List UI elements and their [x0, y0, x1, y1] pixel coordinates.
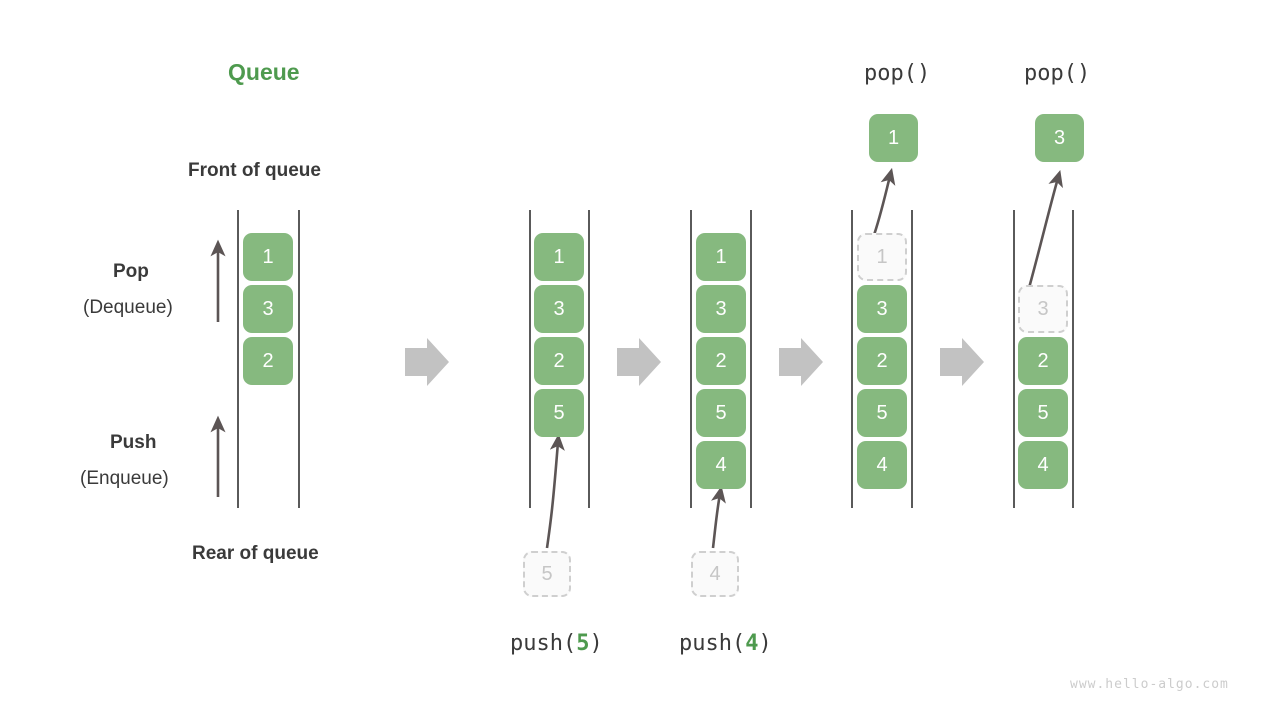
push-fn-name: push — [510, 631, 563, 656]
push-fn-name: push — [679, 631, 732, 656]
push-5-arrow — [545, 433, 565, 549]
step-arrow-4 — [940, 338, 984, 386]
push-4-caption: push(4) — [679, 631, 772, 656]
queue-element-removed: 3 — [1018, 285, 1068, 333]
queue-element: 2 — [1018, 337, 1068, 385]
pop-3-arrow — [1027, 169, 1063, 289]
enqueue-label: (Enqueue) — [80, 468, 169, 489]
queue-element-new: 5 — [534, 389, 584, 437]
push-label: Push — [110, 432, 157, 453]
queue-element: 2 — [534, 337, 584, 385]
pop-operation-label: pop() — [864, 61, 931, 86]
incoming-element-ghost: 4 — [691, 551, 739, 597]
popped-element: 3 — [1035, 114, 1084, 162]
pop-1-arrow — [871, 167, 896, 239]
queue-element-removed: 1 — [857, 233, 907, 281]
step-arrow-2 — [617, 338, 661, 386]
popped-element: 1 — [869, 114, 918, 162]
pop-operation-label: pop() — [1024, 61, 1091, 86]
queue-element-new: 4 — [696, 441, 746, 489]
push-arg: 5 — [576, 631, 590, 656]
incoming-element-ghost: 5 — [523, 551, 571, 597]
dequeue-label: (Dequeue) — [83, 297, 173, 318]
step-arrow-1 — [405, 338, 449, 386]
queue-rail-left — [1013, 210, 1015, 508]
queue-rail-left — [690, 210, 692, 508]
queue-element: 2 — [696, 337, 746, 385]
queue-element: 5 — [696, 389, 746, 437]
queue-element: 3 — [243, 285, 293, 333]
queue-rail-right — [1072, 210, 1074, 508]
push-arg: 4 — [745, 631, 759, 656]
queue-element: 5 — [857, 389, 907, 437]
queue-rail-left — [851, 210, 853, 508]
queue-element: 3 — [534, 285, 584, 333]
pop-label: Pop — [113, 261, 149, 282]
diagram-title: Queue — [228, 59, 300, 85]
queue-element: 2 — [243, 337, 293, 385]
queue-element: 4 — [1018, 441, 1068, 489]
queue-element: 1 — [534, 233, 584, 281]
queue-rail-right — [298, 210, 300, 508]
queue-rail-left — [237, 210, 239, 508]
queue-rail-right — [588, 210, 590, 508]
queue-rail-right — [911, 210, 913, 508]
queue-element: 1 — [696, 233, 746, 281]
queue-element: 3 — [857, 285, 907, 333]
queue-element: 1 — [243, 233, 293, 281]
queue-rail-right — [750, 210, 752, 508]
queue-element: 2 — [857, 337, 907, 385]
queue-element: 5 — [1018, 389, 1068, 437]
front-of-queue-label: Front of queue — [188, 160, 321, 181]
queue-element: 3 — [696, 285, 746, 333]
push-4-arrow — [711, 485, 726, 549]
queue-element: 4 — [857, 441, 907, 489]
step-arrow-3 — [779, 338, 823, 386]
push-5-caption: push(5) — [510, 631, 603, 656]
watermark: www.hello-algo.com — [1070, 677, 1229, 692]
rear-of-queue-label: Rear of queue — [192, 543, 319, 564]
queue-rail-left — [529, 210, 531, 508]
